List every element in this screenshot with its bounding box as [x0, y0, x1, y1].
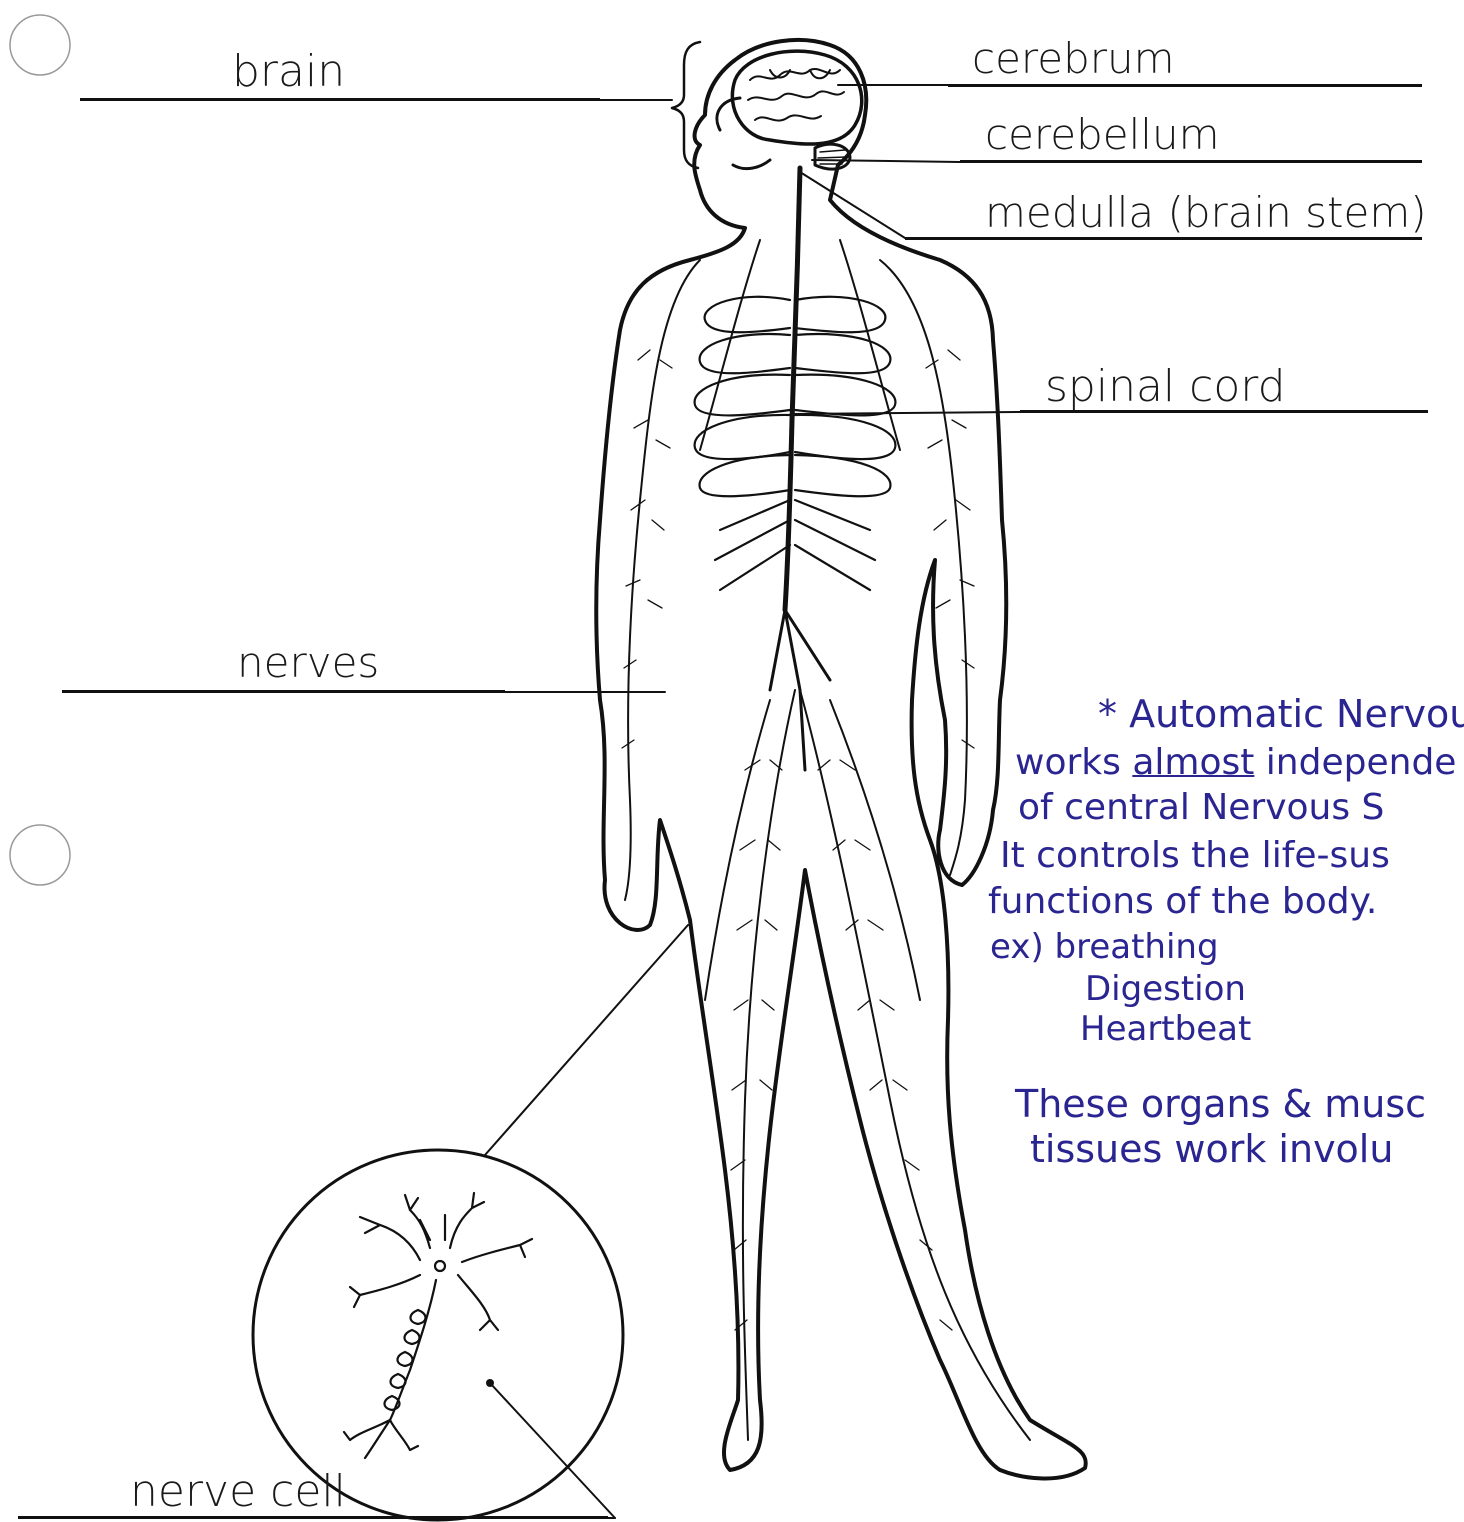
label-brain: brain — [232, 50, 345, 94]
label-cerebellum: cerebellum — [985, 114, 1220, 156]
note-line-4: It controls the life-sus — [1000, 838, 1390, 874]
label-medulla: medulla (brain stem) — [985, 192, 1427, 234]
binder-hole-icon — [10, 825, 70, 885]
cerebellum-answer-line — [960, 160, 1422, 163]
brain-answer-line — [80, 98, 600, 101]
neuron-icon — [344, 1193, 532, 1458]
body-outline — [596, 40, 1086, 1478]
binder-hole-icon — [10, 15, 70, 75]
nerve-cell-circle — [253, 1150, 623, 1520]
spinal-cord-line — [785, 168, 800, 610]
note-emphasis: almost — [1132, 742, 1254, 783]
note-line-7: Digestion — [1085, 972, 1246, 1006]
note-text: works — [1015, 742, 1132, 783]
note-text: independe — [1254, 742, 1456, 783]
medulla-answer-line — [905, 237, 1422, 240]
label-nerves: nerves — [237, 642, 379, 684]
note-line-5: functions of the body. — [988, 884, 1377, 920]
label-spinal-cord: spinal cord — [1045, 365, 1286, 409]
note-line-1: * Automatic Nervous — [1098, 695, 1464, 733]
note-line-8: Heartbeat — [1080, 1012, 1251, 1046]
note-line-6: ex) breathing — [990, 930, 1219, 964]
nerves-answer-line — [62, 690, 505, 693]
label-cerebrum: cerebrum — [972, 38, 1175, 80]
note-line-3: of central Nervous S — [1018, 790, 1384, 826]
label-nerve-cell: nerve cell — [130, 1470, 346, 1514]
note-line-2: works almost independe — [1015, 745, 1456, 781]
cerebrum-answer-line — [948, 84, 1422, 87]
note-line-9: These organs & musc — [1015, 1085, 1426, 1123]
note-line-10: tissues work involu — [1030, 1130, 1393, 1168]
